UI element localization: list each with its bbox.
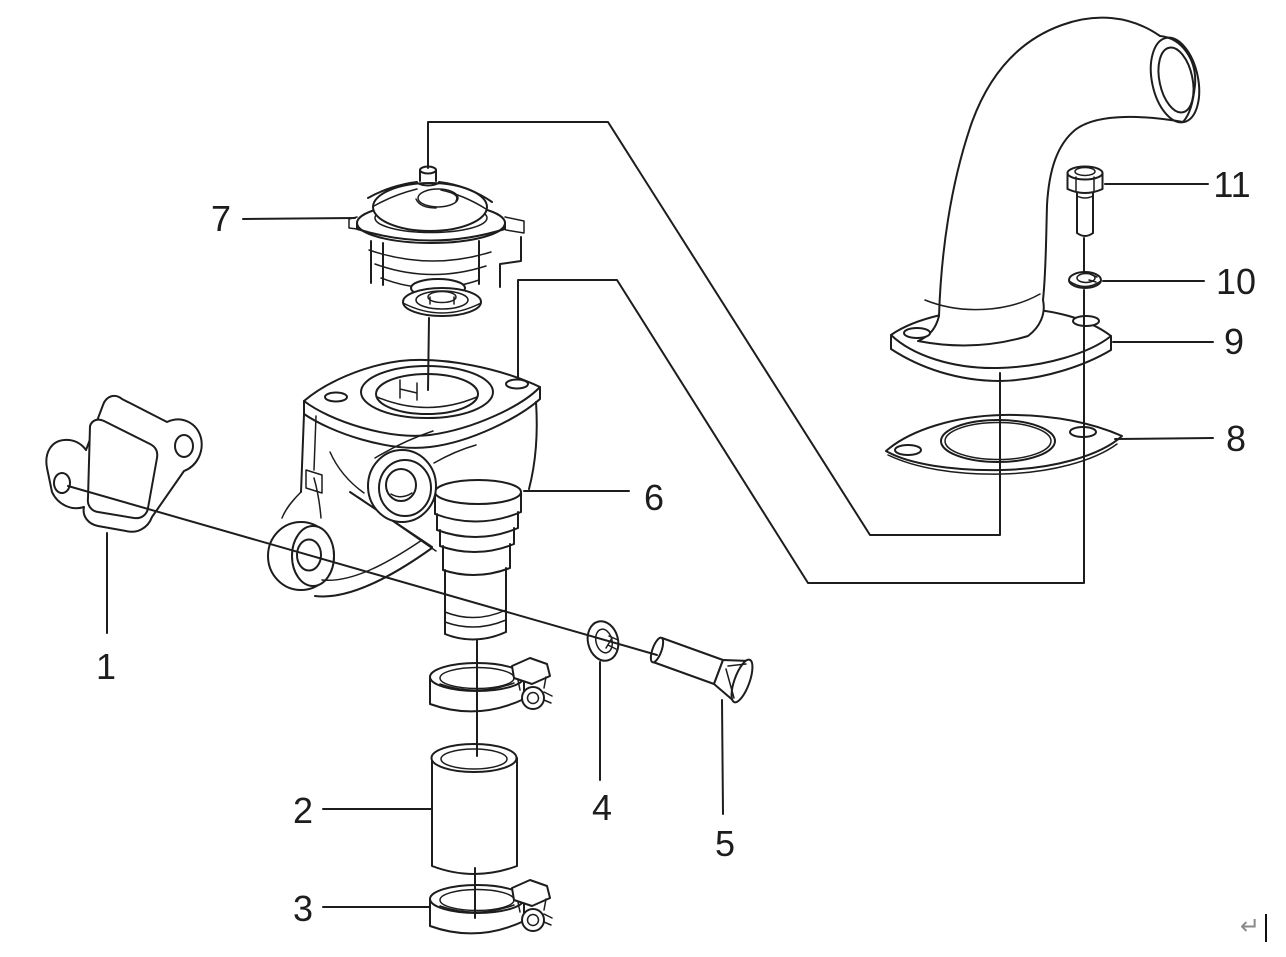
callout-number-4: 4 — [592, 787, 612, 828]
callout-number-11: 11 — [1213, 164, 1250, 205]
callout-number-3: 3 — [293, 888, 313, 929]
callout-number-7: 7 — [211, 198, 231, 239]
part-6-thermostat-housing — [267, 358, 541, 641]
part-7-thermostat — [348, 165, 525, 317]
callout-number-5: 5 — [715, 823, 735, 864]
leader-line-outlet-gasket — [1114, 437, 1214, 440]
assembly-line — [517, 279, 1085, 584]
part-10-spring-washer — [1068, 271, 1102, 289]
part-2-hose — [430, 743, 518, 875]
part-8-outlet-gasket — [885, 413, 1123, 475]
callout-number-10: 10 — [1216, 261, 1256, 302]
assembly-line — [67, 485, 658, 656]
part-4-lock-washer — [586, 620, 620, 662]
leader-line-hex-bolt — [721, 699, 724, 815]
leader-line-thermostat — [242, 217, 356, 220]
part-9-water-outlet-pipe — [890, 16, 1201, 382]
callout-number-1: 1 — [96, 646, 116, 687]
part-5-hex-bolt — [649, 636, 754, 704]
assembly-line — [427, 317, 430, 391]
callout-number-6: 6 — [644, 477, 664, 518]
callout-number-8: 8 — [1226, 418, 1246, 459]
part-1-inlet-gasket — [45, 394, 203, 533]
part-11-flange-bolt — [1066, 165, 1104, 237]
part-hose-clamp-upper — [429, 657, 553, 713]
callout-overlay: 1 2 3 4 5 6 7 8 9 10 11 — [67, 121, 1256, 929]
part-3-hose-clamp — [429, 879, 553, 935]
callout-number-2: 2 — [293, 790, 313, 831]
callout-number-9: 9 — [1224, 321, 1244, 362]
assembly-line — [427, 121, 1001, 536]
